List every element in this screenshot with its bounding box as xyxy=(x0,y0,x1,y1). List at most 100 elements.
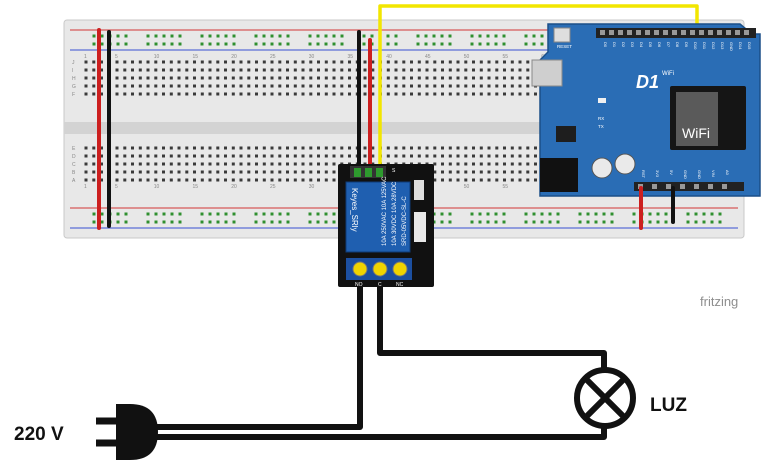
breadboard-hole xyxy=(518,68,522,72)
breadboard-hole xyxy=(169,178,173,182)
breadboard-hole xyxy=(317,162,320,166)
breadboard-hole xyxy=(239,60,243,64)
breadboard-hole xyxy=(92,92,96,96)
breadboard-hole xyxy=(193,92,196,96)
d1-bottom-header xyxy=(634,182,744,191)
breadboard-hole xyxy=(293,146,297,150)
breadboard-hole xyxy=(441,154,444,158)
breadboard-hole xyxy=(185,84,189,88)
breadboard-hole xyxy=(510,154,514,158)
rail-hole xyxy=(664,212,668,216)
breadboard-hole xyxy=(340,60,344,64)
column-number: 10 xyxy=(154,184,160,190)
d1-pin-label: 3V3 xyxy=(655,170,660,178)
breadboard-hole xyxy=(247,76,251,80)
d1-header-pin xyxy=(726,30,731,35)
breadboard-hole xyxy=(262,146,266,150)
breadboard-hole xyxy=(472,178,475,182)
breadboard-hole xyxy=(510,60,514,64)
rail-hole xyxy=(478,220,482,224)
rail-hole xyxy=(578,212,582,216)
d1-header-pin xyxy=(690,30,695,35)
rail-hole xyxy=(254,220,258,224)
rail-hole xyxy=(370,34,374,38)
breadboard-hole xyxy=(131,154,134,158)
breadboard-hole xyxy=(255,84,258,88)
rail-hole xyxy=(308,42,312,46)
breadboard-hole xyxy=(100,170,103,174)
breadboard-hole xyxy=(224,154,227,158)
breadboard-hole xyxy=(441,162,444,166)
rail-hole xyxy=(270,34,274,38)
breadboard-hole xyxy=(479,92,483,96)
breadboard-hole xyxy=(255,170,258,174)
breadboard-hole xyxy=(518,84,522,88)
breadboard-hole xyxy=(309,178,313,182)
rail-hole xyxy=(170,220,174,224)
breadboard-hole xyxy=(92,146,96,150)
rail-hole xyxy=(710,212,714,216)
d1-pin-label: VIN xyxy=(711,170,716,177)
breadboard-hole xyxy=(510,146,514,150)
d1-header-pin xyxy=(722,184,727,189)
relay-spec-1: 10A 250VAC 10A 125VAC xyxy=(382,176,388,246)
breadboard-hole xyxy=(348,76,351,80)
row-letter: I xyxy=(72,68,73,74)
breadboard-hole xyxy=(239,154,243,158)
column-number: 30 xyxy=(309,54,315,60)
rail-hole xyxy=(532,34,536,38)
breadboard-hole xyxy=(115,60,119,64)
breadboard-hole xyxy=(479,60,483,64)
breadboard-hole xyxy=(309,146,313,150)
breadboard-hole xyxy=(208,60,212,64)
breadboard-hole xyxy=(410,154,413,158)
breadboard-hole xyxy=(84,146,88,150)
breadboard-hole xyxy=(239,92,243,96)
rail-hole xyxy=(694,220,698,224)
rail-hole xyxy=(278,42,282,46)
breadboard-hole xyxy=(193,162,196,166)
rail-hole xyxy=(146,34,150,38)
column-number: 5 xyxy=(115,184,118,190)
breadboard-hole xyxy=(479,146,483,150)
lamp-icon xyxy=(574,367,636,429)
breadboard-hole xyxy=(456,68,460,72)
breadboard-hole xyxy=(208,178,212,182)
breadboard-hole xyxy=(394,92,398,96)
breadboard-hole xyxy=(224,84,227,88)
breadboard-hole xyxy=(270,68,274,72)
breadboard-hole xyxy=(100,162,103,166)
rail-hole xyxy=(232,220,236,224)
breadboard-hole xyxy=(456,60,460,64)
breadboard-hole xyxy=(510,84,514,88)
terminal-screw-no xyxy=(352,261,368,277)
breadboard-hole xyxy=(479,162,483,166)
d1-sub-brand: WiFi xyxy=(662,71,674,77)
breadboard-hole xyxy=(100,92,103,96)
breadboard-hole xyxy=(131,162,134,166)
d1-header-pin xyxy=(654,30,659,35)
breadboard-hole xyxy=(162,60,165,64)
breadboard-hole xyxy=(332,76,336,80)
d1-header-pin xyxy=(717,30,722,35)
d1-rx-label: RX xyxy=(598,116,604,121)
breadboard-hole xyxy=(417,60,421,64)
breadboard-hole xyxy=(510,76,514,80)
breadboard-hole xyxy=(386,154,390,158)
breadboard-hole xyxy=(464,92,468,96)
reset-button xyxy=(553,27,571,43)
breadboard-hole xyxy=(216,84,220,88)
breadboard-hole xyxy=(324,68,328,72)
rail-hole xyxy=(124,42,128,46)
breadboard-hole xyxy=(495,76,499,80)
breadboard-hole xyxy=(262,76,266,80)
breadboard-hole xyxy=(84,92,88,96)
breadboard-hole xyxy=(293,68,297,72)
rail-hole xyxy=(610,220,614,224)
rail-hole xyxy=(524,212,528,216)
rail-hole xyxy=(432,34,436,38)
breadboard-hole xyxy=(169,92,173,96)
lamp-cross-2 xyxy=(583,376,627,420)
rail-hole xyxy=(200,212,204,216)
